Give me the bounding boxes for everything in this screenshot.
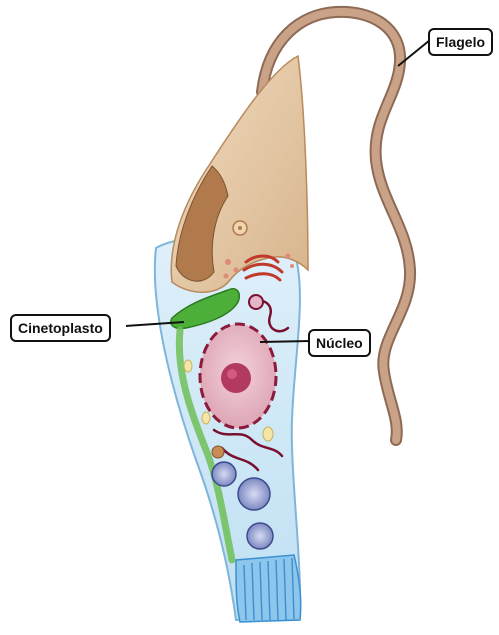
nucleolus-core — [227, 369, 237, 379]
label-cinetoplasto: Cinetoplasto — [10, 314, 111, 342]
nucleolus — [221, 363, 251, 393]
basal-body-core — [238, 226, 242, 230]
nucleo-leader — [260, 341, 310, 342]
lysosome — [249, 295, 263, 309]
label-nucleo: Núcleo — [308, 329, 371, 357]
label-flagelo: Flagelo — [428, 28, 493, 56]
granule — [212, 446, 224, 458]
